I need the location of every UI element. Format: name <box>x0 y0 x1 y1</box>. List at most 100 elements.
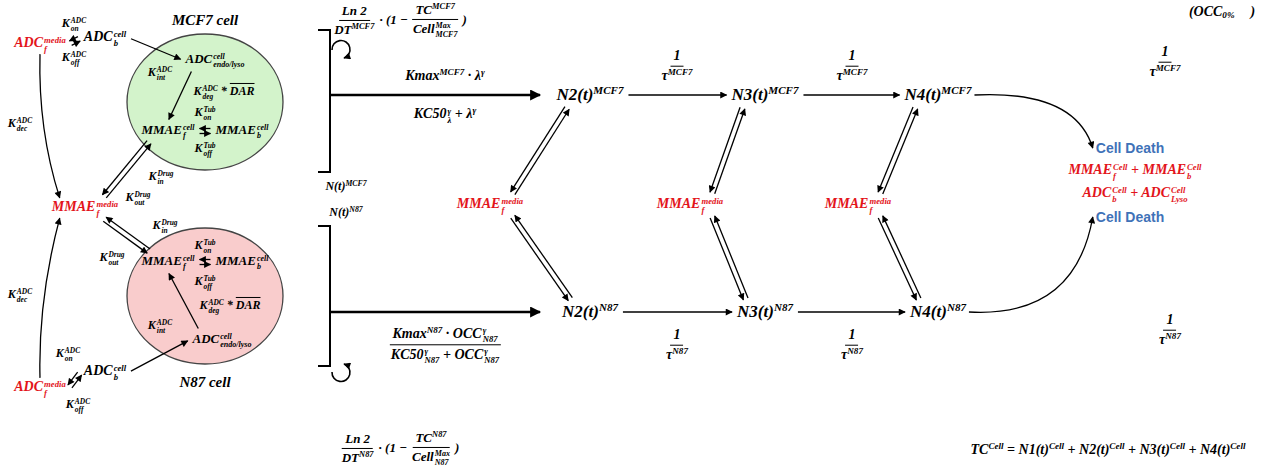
transition-arrow <box>330 94 540 97</box>
text-run: N87 <box>599 301 618 313</box>
text-run: ) <box>463 12 467 27</box>
text-run: λγ <box>447 107 451 125</box>
media-species: MMAEfmedia <box>822 195 894 215</box>
text-run: f <box>44 45 47 54</box>
reverse-arrow <box>69 37 78 41</box>
rate-constant-group: KonADC <box>62 16 86 32</box>
text-run: MCF7 <box>439 67 464 77</box>
text-run: deg <box>203 93 214 101</box>
transit-rate-numerator: 1 <box>670 48 683 67</box>
species-term-text: ADCbcell <box>84 363 126 378</box>
text-run: N87 <box>483 335 498 344</box>
reverse-arrow <box>883 216 921 298</box>
connector <box>169 72 192 120</box>
reverse-arrow <box>200 128 211 129</box>
rate-constant: KintADC <box>148 65 172 81</box>
text-run: ADC <box>157 66 172 74</box>
text-run: b <box>114 39 118 48</box>
text-run: ADC <box>209 299 224 307</box>
dead-cell-content-group: MMAEfCell + MMAEbCell <box>1068 162 1201 180</box>
transit-rate-denominator: τN87 <box>1156 331 1184 349</box>
text-run: Cell Death <box>1096 209 1164 225</box>
forward-arrow <box>715 109 745 194</box>
text-run: cell <box>257 124 269 132</box>
text-run: · OCC <box>442 326 481 341</box>
text-run: * <box>218 84 230 98</box>
growth-term-numerator: TCMCF7 <box>412 2 458 20</box>
text-run: τ <box>662 68 668 83</box>
transit-rate-group: 1τMCF7 <box>832 48 873 85</box>
text-run: · λ <box>464 68 481 83</box>
reverse-arrow <box>68 372 78 385</box>
text-run: Cell <box>1113 163 1127 172</box>
population-state-text: N2(t)N87 <box>562 302 618 321</box>
text-run: TC <box>415 430 432 445</box>
text-run: K <box>148 318 156 332</box>
forward-arrow <box>878 218 916 300</box>
text-run: N87 <box>672 346 688 356</box>
text-run: τ <box>1150 64 1156 79</box>
text-run: MCF7 <box>345 179 366 188</box>
transit-rate-group: 1τN87 <box>661 327 693 364</box>
text-run: on <box>203 247 211 255</box>
transit-rate-numerator: 1 <box>845 327 858 346</box>
connector <box>803 95 899 96</box>
text-run: out <box>134 199 144 207</box>
text-run: endo/lysocell <box>213 53 244 70</box>
text-run: N4(t) <box>905 85 942 104</box>
text-run: Drug <box>108 251 124 259</box>
text-run: MMAE <box>215 122 255 137</box>
connector <box>131 341 188 371</box>
text-run: DAR <box>230 84 255 98</box>
fraction: 1τN87 <box>663 327 691 364</box>
text-run: cell <box>114 30 127 39</box>
growth-term: · (1 − <box>379 440 407 456</box>
connector <box>878 216 921 300</box>
text-run: K <box>62 50 70 64</box>
text-run: media <box>701 197 723 206</box>
transit-rate-denominator: τMCF7 <box>834 67 871 85</box>
text-run: Cell <box>1170 441 1185 451</box>
text-run: TC <box>971 442 989 457</box>
text-run: dec <box>17 296 27 304</box>
connector <box>40 54 60 198</box>
text-run: f <box>96 209 99 218</box>
rate-constant: KdegADC * DAR <box>200 298 261 314</box>
text-run: + MMAE <box>1128 162 1187 177</box>
species-term-text: MMAEfcell <box>141 122 194 137</box>
text-run: N(t) <box>329 205 349 219</box>
text-run: f <box>183 263 186 271</box>
text-run: Kmax <box>392 326 426 341</box>
text-run: Cell Death <box>1096 140 1164 156</box>
connector-line <box>628 94 726 95</box>
connector <box>69 37 80 46</box>
connector <box>68 372 82 388</box>
text-run: γ <box>447 107 451 116</box>
rate-constant-group: KdecADC <box>8 287 32 303</box>
text-run: (OCC <box>1189 4 1222 19</box>
connector <box>623 312 732 313</box>
fraction: 1τN87 <box>1156 312 1184 349</box>
text-run: bcell <box>257 255 269 272</box>
rate-constant: KintADC <box>148 318 172 334</box>
connector <box>878 107 918 194</box>
growth-term-denominator: DTN87 <box>339 449 377 466</box>
cut-off-formula: (OCC0% <box>1189 4 1235 21</box>
text-run: Cell <box>1109 441 1124 451</box>
text-run: on <box>203 114 211 122</box>
forward-arrow <box>72 41 81 45</box>
rate-constant: KonTub <box>194 105 215 121</box>
text-run: MMAE <box>52 199 96 214</box>
cell-heading-box: N87 cell <box>179 373 230 391</box>
species-term-text: MMAEfcell <box>141 253 194 268</box>
growth-term: ) <box>455 440 459 456</box>
cell-heading-box: MCF7 cell <box>172 11 238 29</box>
connector-line <box>131 39 181 59</box>
population-bracket <box>318 30 330 172</box>
text-run: cell <box>183 124 195 132</box>
transit-rate-group: 1τN87 <box>836 327 868 364</box>
text-run: endo/lyso <box>213 61 244 69</box>
media-species-text: MMAEfmedia <box>52 199 118 214</box>
species-term: ADCbcell <box>81 28 129 48</box>
text-run: MMAE <box>141 122 181 137</box>
